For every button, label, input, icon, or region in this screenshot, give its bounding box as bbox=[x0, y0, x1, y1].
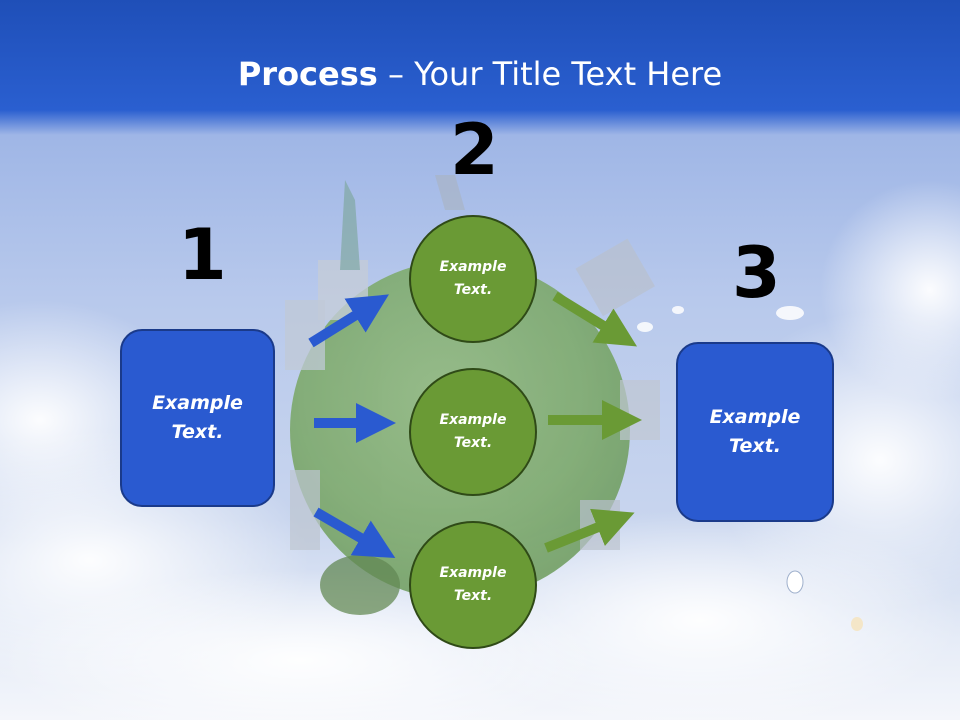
title-bold: Process bbox=[237, 55, 378, 93]
right-box-line2: Text. bbox=[729, 435, 781, 457]
slide-title: Process – Your Title Text Here bbox=[0, 52, 960, 96]
decor-balloons bbox=[786, 570, 863, 631]
left-box-line2: Text. bbox=[171, 421, 224, 443]
circle-bottom: Example Text. bbox=[409, 521, 537, 649]
circle-middle-line2: Text. bbox=[453, 435, 493, 451]
left-box-line1: Example bbox=[152, 392, 243, 414]
circle-bottom-line2: Text. bbox=[453, 588, 493, 604]
step-number-1: 1 bbox=[178, 214, 227, 296]
circle-bottom-line1: Example bbox=[439, 565, 507, 581]
title-rest: – Your Title Text Here bbox=[377, 55, 723, 93]
decor-birds bbox=[637, 306, 804, 332]
arrow-blue-down bbox=[313, 507, 396, 559]
left-box-text: Example Text. bbox=[143, 389, 253, 447]
circle-middle-line1: Example bbox=[439, 412, 507, 428]
circle-top-text: Example Text. bbox=[433, 256, 513, 302]
circle-top-line2: Text. bbox=[453, 282, 493, 298]
step-number-3: 3 bbox=[732, 232, 781, 314]
circle-middle-text: Example Text. bbox=[433, 409, 513, 455]
arrow-green-down bbox=[544, 508, 635, 553]
arrow-green-up bbox=[552, 291, 638, 347]
step-number-2: 2 bbox=[450, 109, 499, 191]
circle-top: Example Text. bbox=[409, 215, 537, 343]
right-example-box: Example Text. bbox=[676, 342, 834, 522]
circle-middle: Example Text. bbox=[409, 368, 537, 496]
left-example-box: Example Text. bbox=[120, 329, 275, 507]
circle-bottom-text: Example Text. bbox=[433, 562, 513, 608]
right-box-line1: Example bbox=[709, 406, 801, 428]
right-box-text: Example Text. bbox=[700, 403, 810, 461]
circle-top-line1: Example bbox=[439, 259, 507, 275]
arrow-blue-up bbox=[308, 294, 389, 348]
